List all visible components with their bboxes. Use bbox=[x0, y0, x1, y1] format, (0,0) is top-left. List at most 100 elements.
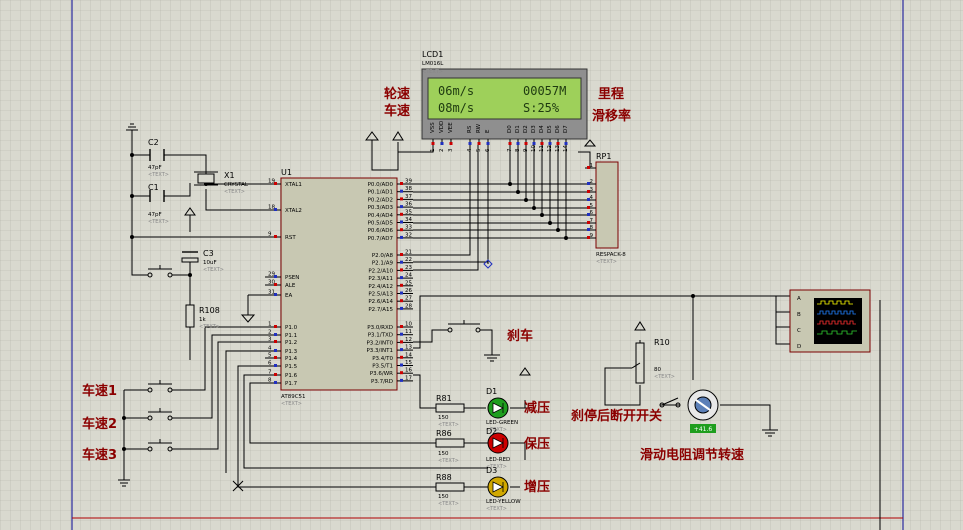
lcd-pins: VSS1VDD2VEE3RS4RW5E6D07D18D29D310D411D51… bbox=[430, 121, 569, 152]
lcd-line1-right: 00057M bbox=[523, 84, 566, 98]
c3-ref: C3 bbox=[203, 249, 214, 258]
speed3-button[interactable] bbox=[147, 439, 173, 452]
mcu-pin-state bbox=[274, 325, 277, 328]
brake-button[interactable] bbox=[447, 320, 481, 333]
rp1-pin-num: 7 bbox=[590, 218, 594, 224]
speed2-button[interactable] bbox=[147, 408, 173, 421]
lcd-pin-num: 12 bbox=[547, 145, 553, 152]
scope-channel-a: A bbox=[797, 296, 801, 302]
label-hold: 保压 bbox=[523, 436, 550, 452]
resistor-r86[interactable] bbox=[435, 438, 465, 448]
resistor-r81[interactable] bbox=[435, 403, 465, 413]
rp1-tag: <TEXT> bbox=[596, 259, 617, 265]
lcd-line1-left: 06m/s bbox=[438, 84, 474, 98]
c3-value: 10uF bbox=[203, 260, 217, 266]
mcu-pin-state bbox=[274, 349, 277, 352]
led-d1-green[interactable] bbox=[487, 397, 509, 419]
mcu-pin-num: 6 bbox=[268, 361, 272, 367]
mcu-pin-name: P0.4/AD4 bbox=[368, 213, 394, 219]
mcu-pin-name: ALE bbox=[285, 283, 296, 289]
rp1-pin-state bbox=[587, 166, 590, 169]
lcd-display[interactable]: 06m/s 00057M 08m/s S:25% VSS1VDD2VEE3RS4… bbox=[421, 68, 588, 152]
lcd-line2-right: S:25% bbox=[523, 101, 560, 115]
mcu-pin-num: 23 bbox=[405, 265, 412, 271]
mcu-pin-state bbox=[400, 235, 403, 239]
label-decelerate: 减压 bbox=[524, 400, 550, 416]
led-d2-red[interactable] bbox=[487, 432, 509, 454]
label-speed1: 车速1 bbox=[82, 383, 117, 399]
x1-value: CRYSTAL bbox=[224, 182, 249, 188]
mcu-pin-num: 7 bbox=[268, 370, 272, 376]
mcu-pin-name: P3.4/T0 bbox=[372, 356, 393, 362]
mcu-pin-name: P0.1/AD1 bbox=[368, 190, 393, 196]
x1-ref: X1 bbox=[224, 171, 235, 180]
mcu-pin-name: P0.6/AD6 bbox=[368, 228, 394, 234]
mcu-chip[interactable]: 19XTAL118XTAL29RST29PSEN30ALE31EA1P1.02P… bbox=[265, 177, 413, 391]
mcu-pin-name: P2.0/A8 bbox=[372, 253, 394, 259]
scope-channel-d: D bbox=[797, 344, 801, 350]
mcu-pin-state bbox=[400, 306, 403, 310]
mcu-pin-num: 36 bbox=[405, 202, 412, 208]
lcd-pin-state bbox=[548, 142, 552, 145]
mcu-pin-num: 4 bbox=[268, 346, 272, 352]
lcd-pin-name: D0 bbox=[507, 125, 513, 133]
mcu-pin-num: 26 bbox=[405, 288, 412, 294]
mcu-pin-name: P2.6/A14 bbox=[368, 299, 393, 305]
mcu-pin-num: 34 bbox=[405, 217, 412, 223]
d1-value: LED-GREEN bbox=[486, 420, 518, 426]
dc-motor[interactable] bbox=[687, 389, 719, 433]
speed1-button[interactable] bbox=[147, 380, 173, 393]
lcd-line2-left: 08m/s bbox=[438, 101, 474, 115]
rp1-pin-num: 8 bbox=[590, 225, 594, 231]
lcd-pin-num: 13 bbox=[555, 145, 561, 152]
mcu-pin-num: 10 bbox=[405, 322, 412, 328]
stop-switch[interactable] bbox=[659, 397, 681, 408]
potentiometer-r10[interactable] bbox=[631, 342, 645, 384]
mcu-pin-name: P1.5 bbox=[285, 364, 298, 370]
mcu-pin-state bbox=[274, 293, 277, 296]
lcd-pin-name: D5 bbox=[547, 125, 553, 133]
lcd-pin-name: VSS bbox=[430, 122, 436, 133]
c1-value: 47pF bbox=[148, 212, 162, 218]
d3-value: LED-YELLOW bbox=[486, 499, 521, 505]
mcu-pin-name: P2.1/A9 bbox=[372, 261, 394, 267]
capacitor-c2[interactable] bbox=[149, 149, 165, 161]
mcu-pin-state bbox=[400, 332, 403, 336]
capacitor-c3[interactable] bbox=[181, 251, 199, 263]
lcd-pin-num: 8 bbox=[515, 148, 521, 152]
d2-value: LED-RED bbox=[486, 457, 510, 463]
r88-ref: R88 bbox=[436, 473, 452, 482]
capacitor-c1[interactable] bbox=[149, 190, 165, 202]
crystal-x1[interactable] bbox=[194, 171, 218, 186]
r108-ref: R108 bbox=[199, 306, 220, 315]
resistor-r88[interactable] bbox=[435, 482, 465, 492]
reset-button[interactable] bbox=[147, 265, 173, 278]
mcu-pin-state bbox=[400, 260, 403, 264]
mcu-ref: U1 bbox=[281, 168, 292, 177]
mcu-pin-name: P1.6 bbox=[285, 373, 298, 379]
r10-tag: <TEXT> bbox=[654, 374, 675, 380]
mcu-pin-state bbox=[274, 340, 277, 343]
mcu-pin-name: P2.5/A13 bbox=[368, 292, 393, 298]
mcu-pin-num: 13 bbox=[405, 345, 412, 351]
mcu-pin-name: P3.3/INT1 bbox=[366, 348, 393, 354]
mcu-pin-num: 16 bbox=[405, 368, 412, 374]
r10-ref: R10 bbox=[654, 338, 670, 347]
mcu-pin-state bbox=[274, 283, 277, 286]
mcu-pin-name: P0.2/AD2 bbox=[368, 197, 393, 203]
mcu-pin-num: 24 bbox=[405, 273, 412, 279]
mcu-pin-num: 31 bbox=[268, 290, 275, 296]
d3-tag: <TEXT> bbox=[486, 506, 507, 512]
mcu-pin-state bbox=[274, 364, 277, 367]
mcu-pin-num: 8 bbox=[268, 378, 272, 384]
mcu-pin-name: P0.7/AD7 bbox=[368, 236, 394, 242]
resistor-r108[interactable] bbox=[185, 304, 195, 328]
led-d3-yellow[interactable] bbox=[487, 476, 509, 498]
rp1-pin-num: 1 bbox=[590, 163, 594, 169]
mcu-pin-num: 39 bbox=[405, 179, 412, 185]
mcu-pin-state bbox=[400, 299, 403, 303]
mcu-pin-state bbox=[400, 378, 403, 382]
